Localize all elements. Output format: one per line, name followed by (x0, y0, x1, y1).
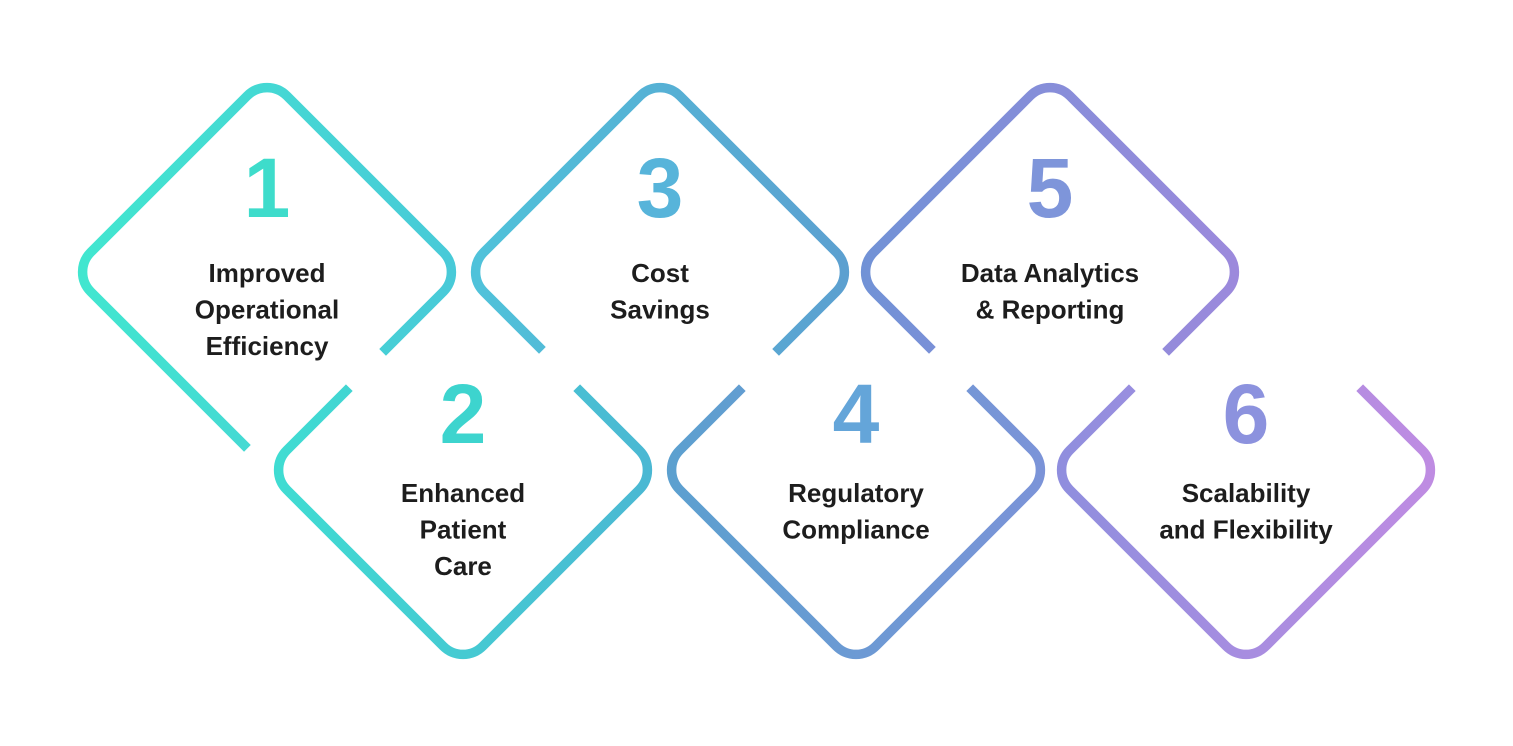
diamond-outline-3 (470, 82, 850, 356)
step-label-6-line-1: Scalability (1182, 478, 1311, 508)
step-label-2-line-3: Care (434, 551, 492, 581)
step-number-6: 6 (1223, 367, 1270, 461)
step-number-3: 3 (637, 141, 684, 235)
step-label-2-line-1: Enhanced (401, 478, 525, 508)
step-number-2: 2 (440, 367, 487, 461)
step-label-4-line-2: Compliance (782, 515, 929, 545)
step-label-1-line-2: Operational (195, 295, 339, 325)
step-number-4: 4 (833, 367, 880, 461)
diamond-outline-1 (77, 82, 457, 452)
step-label-1-line-3: Efficiency (206, 331, 329, 361)
diamond-outline-4 (666, 384, 1046, 660)
step-label-3-line-2: Savings (610, 295, 710, 325)
step-label-2-line-2: Patient (420, 515, 507, 545)
step-label-4-line-1: Regulatory (788, 478, 924, 508)
step-number-1: 1 (244, 141, 291, 235)
step-label-5-line-2: & Reporting (976, 295, 1125, 325)
diamond-outline-2 (273, 384, 653, 660)
step-label-5-line-1: Data Analytics (961, 258, 1139, 288)
diamond-outline-6 (1056, 384, 1436, 660)
diamond-outline-5 (860, 82, 1240, 356)
step-label-6-line-2: and Flexibility (1159, 515, 1333, 545)
step-number-5: 5 (1027, 141, 1074, 235)
step-label-1-line-1: Improved (208, 258, 325, 288)
step-label-3-line-1: Cost (631, 258, 689, 288)
